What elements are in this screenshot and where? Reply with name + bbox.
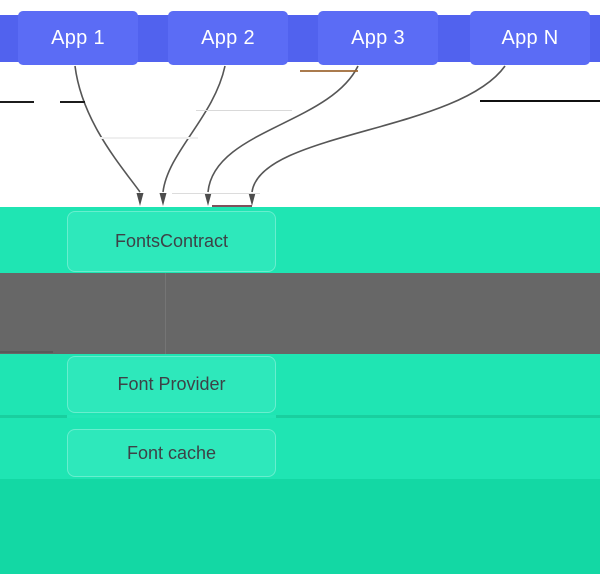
app-node-2-label: App 2 <box>201 26 255 49</box>
curved-arrow-down-icon-appn <box>251 65 506 193</box>
app-node-3: App 3 <box>318 11 438 65</box>
font-provider-label: Font Provider <box>117 374 226 394</box>
funnel-arrows <box>74 65 506 206</box>
artifact-line <box>60 101 85 103</box>
gray-band <box>0 273 600 354</box>
artifact-line <box>100 137 198 139</box>
artifact-line <box>212 205 252 207</box>
artifact-line <box>172 193 260 194</box>
curved-arrow-down-icon-app3 <box>207 65 359 193</box>
artifact-line <box>300 70 358 72</box>
footer-block <box>0 479 600 574</box>
font-cache-node: Font cache <box>67 429 276 477</box>
app-node-2: App 2 <box>168 11 288 65</box>
tier-divider <box>276 415 600 418</box>
app-node-n: App N <box>470 11 590 65</box>
curved-arrow-down-icon-app1 <box>74 65 141 193</box>
band-edge-artifact <box>0 351 53 353</box>
curved-arrow-down-icon-app2 <box>162 65 226 193</box>
app-node-3-label: App 3 <box>351 26 405 49</box>
tier-divider <box>0 415 67 418</box>
artifact-line <box>196 110 292 111</box>
band-edge-artifact <box>165 273 166 354</box>
arrowhead-icon-1 <box>136 193 144 206</box>
app-node-1-label: App 1 <box>51 26 105 49</box>
tier-divider-box-span <box>67 415 276 418</box>
arrowhead-icon-2 <box>159 193 167 206</box>
font-cache-label: Font cache <box>126 442 217 463</box>
artifact-line <box>480 100 600 102</box>
arrowhead-icon-3 <box>204 193 212 206</box>
app-node-n-label: App N <box>501 26 559 49</box>
fontscontract-node: FontsContract <box>67 211 276 272</box>
arrowhead-icon-4 <box>248 193 256 206</box>
font-provider-node: Font Provider <box>67 356 276 413</box>
app-node-1: App 1 <box>18 11 138 65</box>
fontscontract-label: FontsContract <box>114 231 229 251</box>
artifact-line <box>0 101 34 103</box>
